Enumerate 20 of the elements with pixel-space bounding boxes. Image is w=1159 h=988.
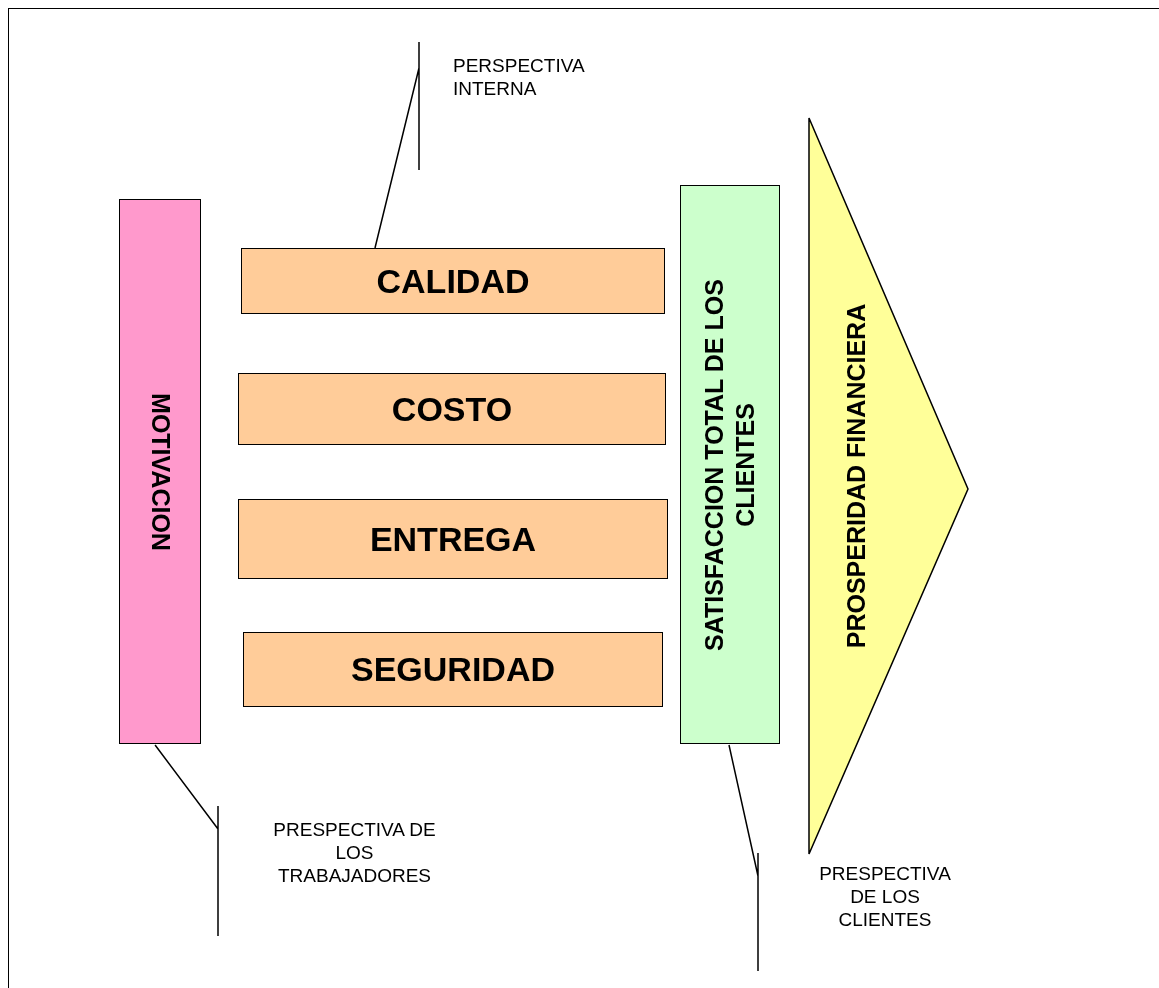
vertical-label: SATISFACCION TOTAL DE LOS CLIENTES bbox=[698, 277, 760, 653]
box-label: SEGURIDAD bbox=[351, 650, 555, 689]
vertical-bar-box bbox=[119, 199, 201, 744]
annotation-text: PRESPECTIVA DE LOS TRABAJADORES bbox=[272, 819, 437, 888]
process-box bbox=[241, 248, 665, 314]
annotation-text: PRESPECTIVA DE LOS CLIENTES bbox=[818, 863, 952, 932]
vertical-label: PROSPERIDAD FINANCIERA bbox=[841, 302, 872, 651]
annotation-text: PERSPECTIVA INTERNA bbox=[453, 55, 586, 101]
box-label: ENTREGA bbox=[369, 519, 537, 559]
vertical-bar-box bbox=[680, 185, 780, 744]
leader-line bbox=[374, 41, 420, 249]
vertical-label: MOTIVACION bbox=[145, 391, 176, 553]
box-label: CALIDAD bbox=[376, 261, 530, 301]
leader-line bbox=[154, 744, 219, 937]
process-box bbox=[243, 632, 663, 707]
arrow-triangle bbox=[809, 118, 969, 854]
box-label: COSTO bbox=[391, 389, 513, 429]
leader-line bbox=[728, 744, 759, 972]
process-box bbox=[238, 373, 666, 445]
process-box bbox=[238, 499, 668, 579]
